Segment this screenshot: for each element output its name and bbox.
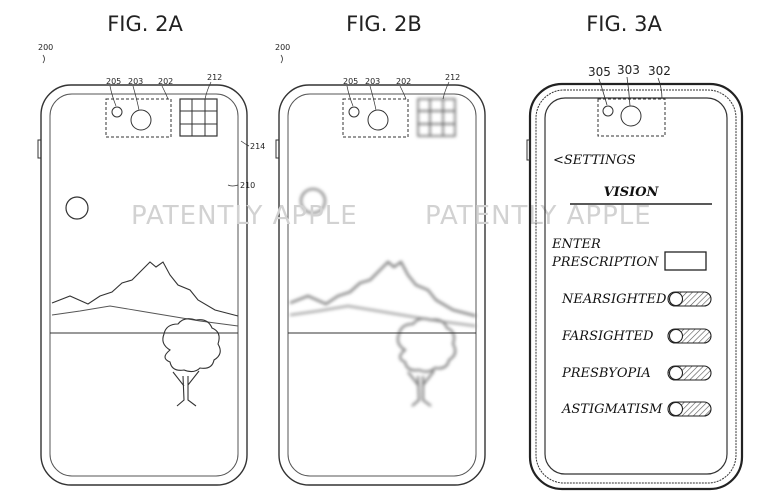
sensor-camera	[620, 105, 642, 127]
ref-label-device: 200	[38, 43, 53, 52]
prescription-input-box[interactable]	[664, 251, 707, 271]
ref-label-205: 205	[343, 77, 358, 86]
vision-heading: VISION	[604, 185, 660, 200]
sensor-small	[111, 106, 123, 118]
phone-outline	[278, 84, 486, 486]
phone-outline-inner	[535, 89, 737, 484]
toggle-knob	[668, 401, 684, 417]
figure-title: FIG. 2B	[346, 12, 422, 36]
toggle-label: NEARSIGHTED	[561, 292, 667, 307]
side-button	[275, 139, 280, 159]
lens-grid-blurred	[417, 98, 456, 137]
side-button	[37, 139, 42, 159]
sensor-small	[602, 105, 614, 117]
ref-label-202: 202	[158, 77, 173, 86]
watermark-text: PATENTLY APPLE	[131, 201, 358, 231]
leader-line	[42, 54, 45, 64]
prescription-label-line2: PRESCRIPTION	[551, 255, 659, 270]
prescription-label-line1: ENTER	[551, 237, 601, 252]
leader-lines	[598, 76, 663, 107]
figure-2a: FIG. 2A 200 205 203 202 212 214 210	[37, 12, 265, 486]
figure-title: FIG. 2A	[107, 12, 183, 36]
figure-2b: FIG. 2B 200 205 203 202 212	[275, 12, 486, 486]
back-link-settings[interactable]: <SETTINGS	[553, 153, 636, 168]
tree-shape	[162, 318, 221, 407]
sensor-housing	[597, 98, 666, 137]
sensor-camera	[367, 109, 389, 131]
phone-outline	[40, 84, 248, 486]
leader-lines	[109, 81, 250, 187]
display-outline	[544, 97, 728, 475]
toggle-row-nearsighted[interactable]: NEARSIGHTED	[561, 291, 712, 307]
phone-outline	[528, 82, 744, 491]
toggle-knob	[668, 328, 684, 344]
lens-grid	[179, 98, 218, 137]
leader-line	[280, 54, 283, 64]
display-outline	[287, 93, 477, 477]
toggle-label: FARSIGHTED	[561, 329, 654, 344]
toggle-knob	[668, 365, 684, 381]
sensor-housing	[342, 98, 409, 138]
toggle-label: ASTIGMATISM	[561, 402, 663, 417]
figure-title: FIG. 3A	[586, 12, 662, 36]
blurred-scene	[289, 188, 477, 407]
figure-3a: FIG. 3A 305 303 302 <SETTINGS VISION ENT…	[526, 12, 744, 491]
toggle-row-presbyopia[interactable]: PRESBYOPIA	[561, 365, 712, 381]
leader-lines	[346, 81, 450, 111]
ref-label-212: 212	[207, 73, 222, 82]
ref-label-203: 203	[128, 77, 143, 86]
toggle-row-astigmatism[interactable]: ASTIGMATISM	[561, 401, 712, 417]
ref-label-303: 303	[617, 63, 640, 77]
display-outline	[49, 93, 239, 477]
watermark-group: PATENTLY APPLE PATENTLY APPLE	[131, 201, 652, 231]
side-button	[526, 139, 531, 161]
mountain-base	[51, 305, 239, 327]
ref-label-210: 210	[240, 181, 255, 190]
toggle-label: PRESBYOPIA	[561, 366, 651, 381]
toggle-knob	[668, 291, 684, 307]
ref-label-212: 212	[445, 73, 460, 82]
sensor-camera	[130, 109, 152, 131]
ref-label-202: 202	[396, 77, 411, 86]
ref-label-205: 205	[106, 77, 121, 86]
mountain-outline	[51, 261, 239, 317]
sensor-housing	[105, 98, 172, 138]
sensor-small	[348, 106, 360, 118]
ref-label-214: 214	[250, 142, 265, 151]
ref-label-203: 203	[365, 77, 380, 86]
watermark-text: PATENTLY APPLE	[425, 201, 652, 231]
sun-shape	[65, 196, 89, 220]
ref-label-305: 305	[588, 65, 611, 79]
ref-label-302: 302	[648, 64, 671, 78]
toggle-row-farsighted[interactable]: FARSIGHTED	[561, 328, 712, 344]
ref-label-device: 200	[275, 43, 290, 52]
